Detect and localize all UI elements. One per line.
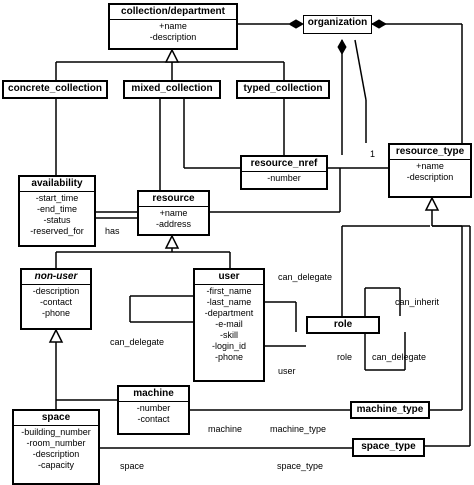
attribute: -login_id <box>211 341 247 351</box>
class-name: typed_collection <box>243 83 323 94</box>
attribute: -description <box>32 286 80 296</box>
class-name: space_type <box>361 441 416 452</box>
attribute: -number <box>136 403 171 413</box>
class-availability: availability -start_time -end_time -stat… <box>18 175 96 247</box>
space-label: space <box>120 461 145 471</box>
machine-type-label: machine_type <box>270 424 327 434</box>
class-name: availability <box>20 177 94 192</box>
attribute: +name <box>159 21 187 31</box>
attribute: -description <box>406 172 454 182</box>
class-name: organization <box>307 17 368 28</box>
attribute: -phone <box>41 308 71 318</box>
class-non-user: non-user -description -contact -phone <box>20 268 92 330</box>
attribute: +name <box>159 208 188 218</box>
attribute: +name <box>416 161 444 171</box>
class-name: collection/department <box>110 5 236 20</box>
class-name: non-user <box>22 270 90 285</box>
class-name: concrete_collection <box>8 83 102 94</box>
attribute: -room_number <box>26 438 86 448</box>
class-name: machine_type <box>356 404 424 415</box>
class-mixed-collection: mixed_collection <box>123 80 221 99</box>
class-user: user -first_name -last_name -department … <box>193 268 265 382</box>
can-inherit-label: can_inherit <box>395 297 440 307</box>
attributes: +name -address <box>139 207 208 231</box>
attribute: -building_number <box>21 427 91 437</box>
attributes: -building_number -room_number -descripti… <box>14 426 98 472</box>
has-label: has <box>105 226 120 236</box>
attribute: -status <box>43 215 71 225</box>
attribute: -contact <box>39 297 72 307</box>
attribute: -end_time <box>36 204 78 214</box>
attributes: -number -contact <box>119 402 188 426</box>
class-name: resource <box>139 192 208 207</box>
can-delegate-label: can_delegate <box>372 352 427 362</box>
class-name: role <box>333 319 353 330</box>
attribute: -address <box>155 219 191 229</box>
attributes: -first_name -last_name -department -e-ma… <box>195 285 263 364</box>
class-name: machine <box>119 387 188 402</box>
class-machine-type: machine_type <box>350 401 430 419</box>
class-space-type: space_type <box>352 438 425 457</box>
machine-label: machine <box>208 424 243 434</box>
attributes: -number <box>242 172 326 185</box>
class-name: mixed_collection <box>131 83 213 94</box>
class-name: user <box>195 270 263 285</box>
class-resource-nref: resource_nref -number <box>240 155 328 190</box>
attributes: -start_time -end_time -status -reserved_… <box>20 192 94 238</box>
can-delegate-label: can_delegate <box>278 272 333 282</box>
role-label: role <box>337 352 353 362</box>
attribute: -contact <box>137 414 170 424</box>
class-organization: organization <box>303 15 372 34</box>
attributes: +name -description <box>390 160 470 184</box>
space-type-label: space_type <box>277 461 324 471</box>
class-typed-collection: typed_collection <box>236 80 330 99</box>
attribute: -reserved_for <box>30 226 84 236</box>
multiplicity-label: 1 <box>370 149 376 159</box>
attribute: -last_name <box>206 297 252 307</box>
class-name: resource_nref <box>242 157 326 172</box>
attribute: -capacity <box>37 460 74 470</box>
attribute: -first_name <box>206 286 252 296</box>
attribute: -e-mail <box>215 319 243 329</box>
user-label: user <box>278 366 296 376</box>
class-resource-type: resource_type +name -description <box>388 143 472 198</box>
attribute: -phone <box>214 352 244 362</box>
attribute: -description <box>32 449 80 459</box>
class-resource: resource +name -address <box>137 190 210 236</box>
attribute: -skill <box>220 330 238 340</box>
class-space: space -building_number -room_number -des… <box>12 409 100 485</box>
attribute: -number <box>267 173 301 183</box>
attribute: -department <box>204 308 254 318</box>
class-concrete-collection: concrete_collection <box>2 80 108 99</box>
attributes: -description -contact -phone <box>22 285 90 320</box>
class-collection-department: collection/department +name -description <box>108 3 238 50</box>
attribute: -description <box>149 32 197 42</box>
class-machine: machine -number -contact <box>117 385 190 435</box>
can-delegate-label: can_delegate <box>110 337 165 347</box>
class-name: resource_type <box>390 145 470 160</box>
attribute: -start_time <box>35 193 79 203</box>
class-role: role <box>306 316 380 334</box>
attributes: +name -description <box>110 20 236 44</box>
class-name: space <box>14 411 98 426</box>
